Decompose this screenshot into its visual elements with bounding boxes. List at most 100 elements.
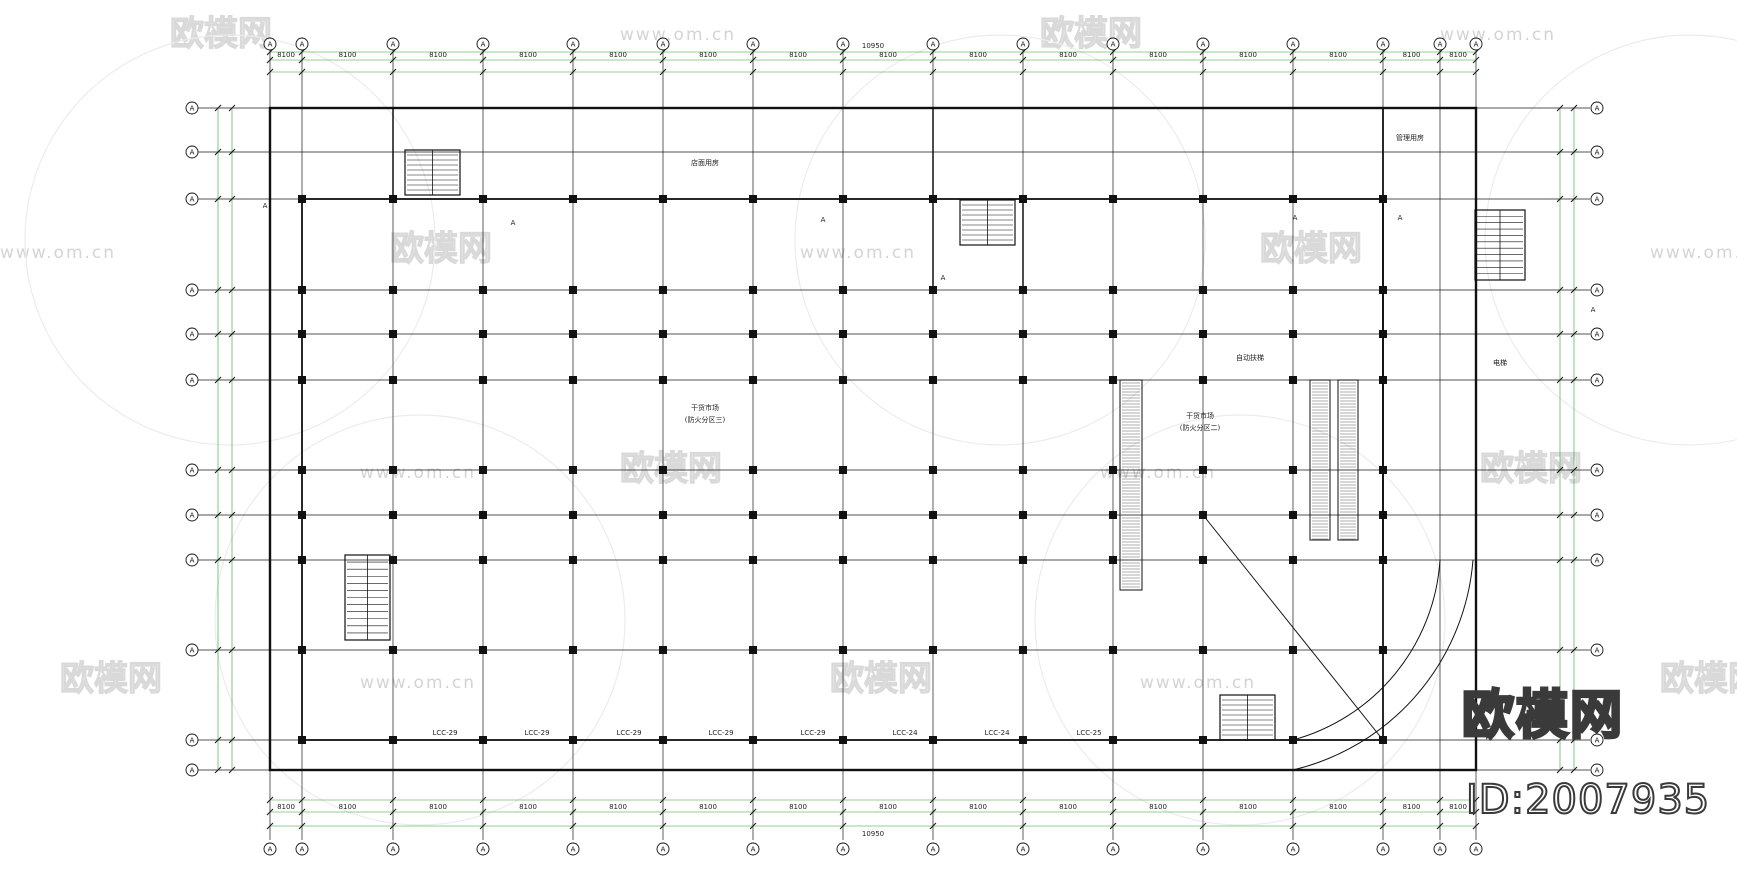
structural-column bbox=[929, 195, 937, 203]
grid-bubble bbox=[1590, 733, 1604, 747]
grid-bubble bbox=[1590, 643, 1604, 657]
section-mark: A bbox=[941, 274, 946, 282]
structural-column bbox=[1019, 556, 1027, 564]
structural-grid bbox=[195, 40, 1590, 840]
grid-bubble bbox=[1590, 101, 1604, 115]
structural-column bbox=[929, 466, 937, 474]
dimension-text-bottom: 8100 bbox=[1449, 803, 1467, 811]
watermark-brand: 欧模网 bbox=[830, 659, 932, 699]
grid-bubble-label: A bbox=[1438, 846, 1443, 854]
structural-column bbox=[1289, 556, 1297, 564]
room-label-fire-zone-2: (防火分区二) bbox=[1180, 423, 1221, 432]
grid-bubble-label: A bbox=[1291, 846, 1296, 854]
room-label-store-room: 店面用房 bbox=[691, 158, 719, 167]
grid-bubble-label: A bbox=[1595, 377, 1600, 385]
escalator bbox=[1119, 379, 1143, 591]
grid-bubble bbox=[1469, 842, 1483, 856]
structural-column bbox=[1199, 286, 1207, 294]
section-mark: A bbox=[1398, 214, 1403, 222]
structural-column bbox=[479, 556, 487, 564]
structural-column bbox=[1379, 376, 1387, 384]
grid-bubble-label: A bbox=[391, 41, 396, 49]
grid-bubble-label: A bbox=[841, 846, 846, 854]
structural-column bbox=[389, 286, 397, 294]
grid-bubble bbox=[1590, 145, 1604, 159]
grid-bubble-label: A bbox=[1595, 196, 1600, 204]
dimension-text-top: 8100 bbox=[879, 51, 897, 59]
watermark-brand: 欧模网 bbox=[1660, 659, 1737, 699]
grid-bubble-label: A bbox=[1021, 846, 1026, 854]
grid-bubble-label: A bbox=[190, 105, 195, 113]
column-tag: LCC-24 bbox=[892, 729, 918, 737]
structural-column bbox=[659, 736, 667, 744]
grid-bubble bbox=[1433, 842, 1447, 856]
column-tag: LCC-29 bbox=[432, 729, 457, 737]
dimension-text-top: 8100 bbox=[429, 51, 447, 59]
grid-bubble-label: A bbox=[1201, 846, 1206, 854]
grid-bubble bbox=[185, 145, 199, 159]
dimension-text-bottom: 8100 bbox=[789, 803, 807, 811]
dimension-text-bottom: 8100 bbox=[277, 803, 295, 811]
grid-bubble-label: A bbox=[751, 846, 756, 854]
grid-bubble-label: A bbox=[190, 331, 195, 339]
structural-column bbox=[839, 556, 847, 564]
structural-column bbox=[1109, 286, 1117, 294]
grid-bubble-label: A bbox=[1111, 846, 1116, 854]
grid-bubble bbox=[1590, 192, 1604, 206]
grid-bubble-label: A bbox=[190, 647, 195, 655]
structural-column bbox=[479, 466, 487, 474]
structural-column bbox=[569, 556, 577, 564]
structural-column bbox=[389, 736, 397, 744]
dimension-text-bottom: 8100 bbox=[879, 803, 897, 811]
watermark-url: www.om.cn bbox=[0, 243, 116, 263]
grid-bubble bbox=[476, 37, 490, 51]
grid-bubble bbox=[185, 508, 199, 522]
grid-bubble-label: A bbox=[190, 149, 195, 157]
room-label-elevator-label: 电梯 bbox=[1493, 358, 1507, 367]
grid-bubble bbox=[1106, 842, 1120, 856]
grid-bubble bbox=[1376, 842, 1390, 856]
dimension-text-top: 8100 bbox=[1403, 51, 1421, 59]
grid-bubble-label: A bbox=[268, 846, 273, 854]
structural-column bbox=[569, 646, 577, 654]
watermark-brand: 欧模网 bbox=[1260, 229, 1362, 269]
structural-column bbox=[1019, 376, 1027, 384]
model-id-text: ID:2007935 bbox=[1465, 777, 1711, 823]
watermark-ring bbox=[794, 34, 1206, 446]
structural-column bbox=[1019, 330, 1027, 338]
grid-bubble bbox=[185, 463, 199, 477]
structural-column bbox=[749, 195, 757, 203]
grid-bubble-label: A bbox=[481, 846, 486, 854]
grid-bubble bbox=[185, 643, 199, 657]
structural-column bbox=[749, 556, 757, 564]
structural-column bbox=[298, 511, 306, 519]
grid-bubble bbox=[476, 842, 490, 856]
structural-column bbox=[1199, 736, 1207, 744]
grid-bubble bbox=[1286, 842, 1300, 856]
structural-column bbox=[1289, 466, 1297, 474]
grid-bubble bbox=[295, 842, 309, 856]
columns bbox=[298, 195, 1387, 744]
watermark-url: www.om.cn bbox=[360, 463, 476, 483]
structural-column bbox=[569, 330, 577, 338]
structural-column bbox=[1289, 646, 1297, 654]
structural-column bbox=[659, 646, 667, 654]
grid-bubble-label: A bbox=[391, 846, 396, 854]
grid-bubble-label: A bbox=[481, 41, 486, 49]
grid-bubble-label: A bbox=[190, 512, 195, 520]
structural-column bbox=[839, 736, 847, 744]
dimension-text-top: 8100 bbox=[969, 51, 987, 59]
grid-bubble-label: A bbox=[300, 41, 305, 49]
outer-wall bbox=[268, 106, 1478, 772]
section-mark: A bbox=[263, 202, 268, 210]
structural-column bbox=[659, 286, 667, 294]
grid-bubble bbox=[1590, 508, 1604, 522]
dimension-text-bottom: 8100 bbox=[339, 803, 357, 811]
structural-column bbox=[929, 646, 937, 654]
grid-bubble bbox=[263, 842, 277, 856]
grid-bubble bbox=[656, 842, 670, 856]
structural-column bbox=[479, 195, 487, 203]
